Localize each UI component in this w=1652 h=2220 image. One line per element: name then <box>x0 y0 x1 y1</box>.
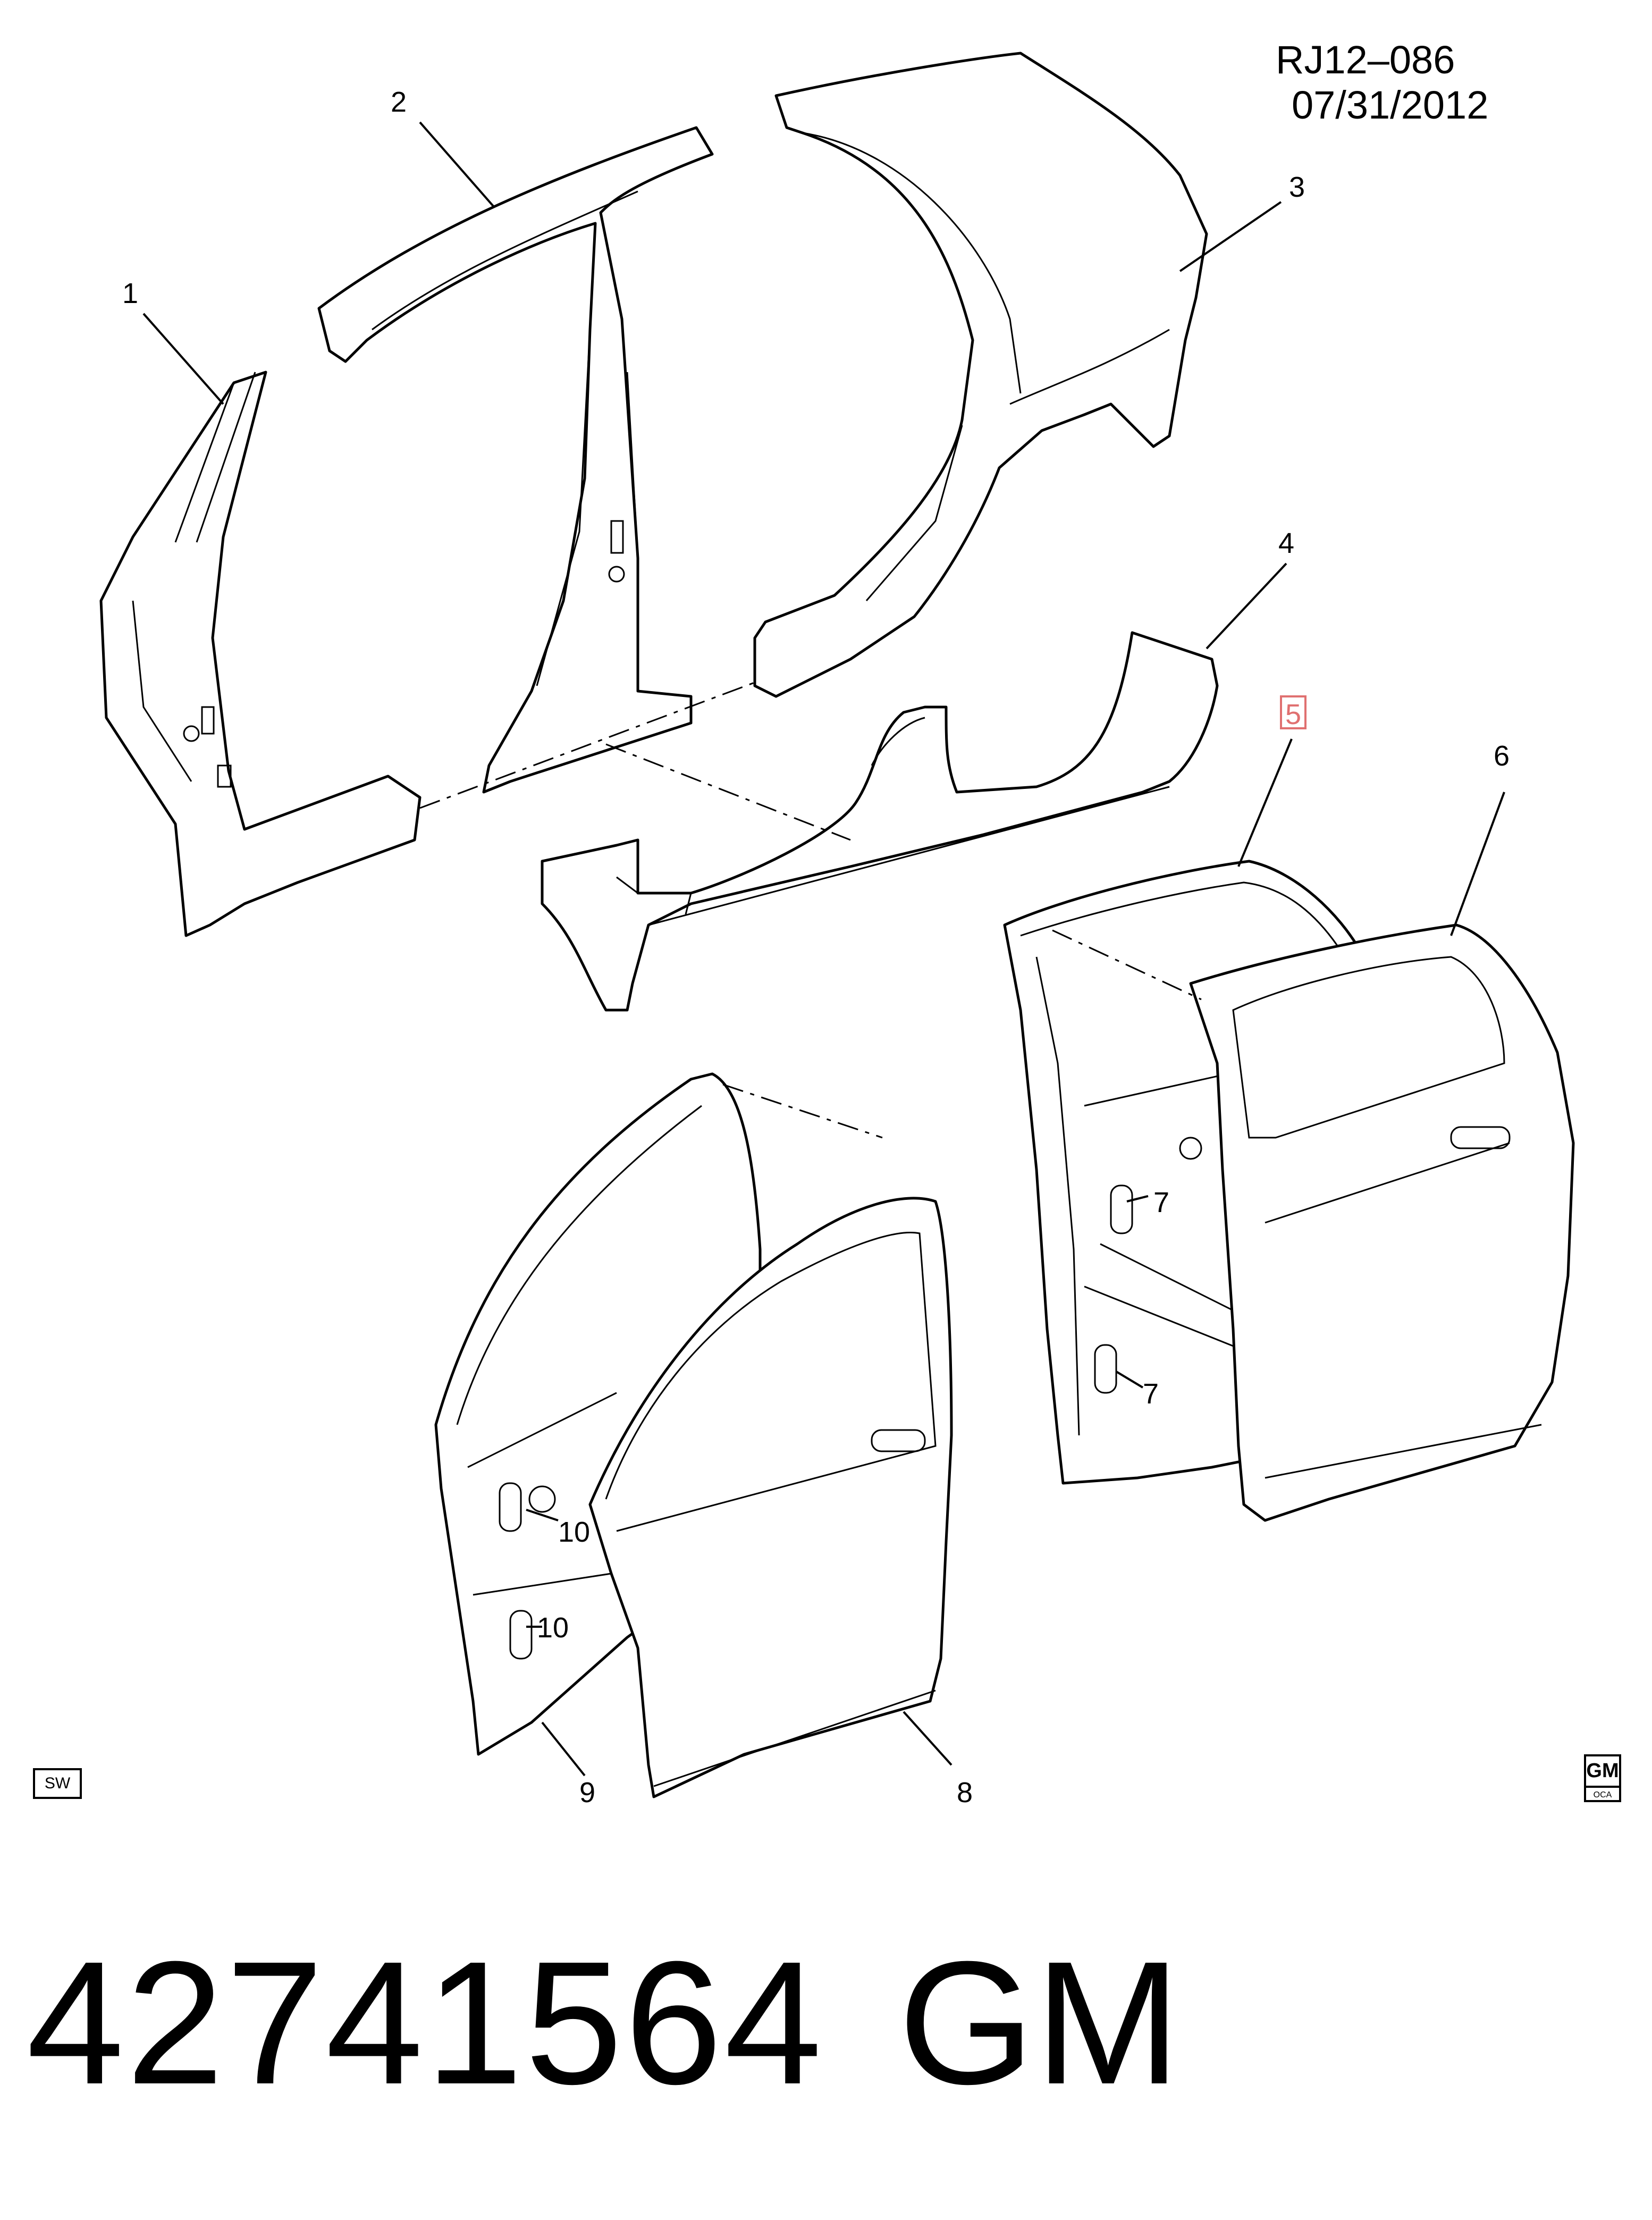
callout-labels: 1 2 3 4 5 6 7 7 8 9 10 10 <box>122 86 1510 1809</box>
leader-lines <box>142 121 1505 1777</box>
callout-9: 9 <box>579 1777 595 1809</box>
part-number: 42741564 <box>27 1924 824 2121</box>
part-4-rocker-panel <box>541 631 1219 1012</box>
part-2-center-pillar-roof-rail <box>317 126 714 794</box>
drawing-reference: RJ12–086 07/31/2012 <box>1276 37 1652 128</box>
callout-1: 1 <box>122 278 138 309</box>
callout-10-lower: 10 <box>537 1612 569 1644</box>
alignment-lines <box>419 679 1202 1139</box>
brand-name: GM <box>898 1924 1181 2121</box>
callout-2: 2 <box>391 86 407 118</box>
drawing-date: 07/31/2012 <box>1292 83 1489 127</box>
callout-5: 5 <box>1285 699 1301 730</box>
part-8-front-door-outer <box>588 1197 953 1798</box>
part-3-quarter-panel <box>753 52 1208 698</box>
callout-5-highlight-box <box>1280 695 1307 729</box>
callout-4: 4 <box>1278 527 1294 559</box>
sw-badge: SW <box>33 1768 82 1799</box>
callout-8: 8 <box>957 1777 973 1809</box>
gm-logo-letters: GM <box>1586 1756 1619 1788</box>
part-6-rear-door-outer <box>1189 923 1575 1522</box>
drawing-ref-code: RJ12–086 <box>1276 38 1455 82</box>
callout-3: 3 <box>1289 171 1305 203</box>
callout-10-upper: 10 <box>558 1516 590 1548</box>
part-1-hinge-pillar <box>99 371 422 937</box>
callout-7-lower: 7 <box>1143 1378 1159 1410</box>
callout-7-upper: 7 <box>1153 1187 1169 1218</box>
gm-oca-logo: GM OCA <box>1584 1754 1621 1802</box>
gm-logo-sub: OCA <box>1593 1790 1612 1799</box>
callout-6: 6 <box>1494 740 1510 772</box>
